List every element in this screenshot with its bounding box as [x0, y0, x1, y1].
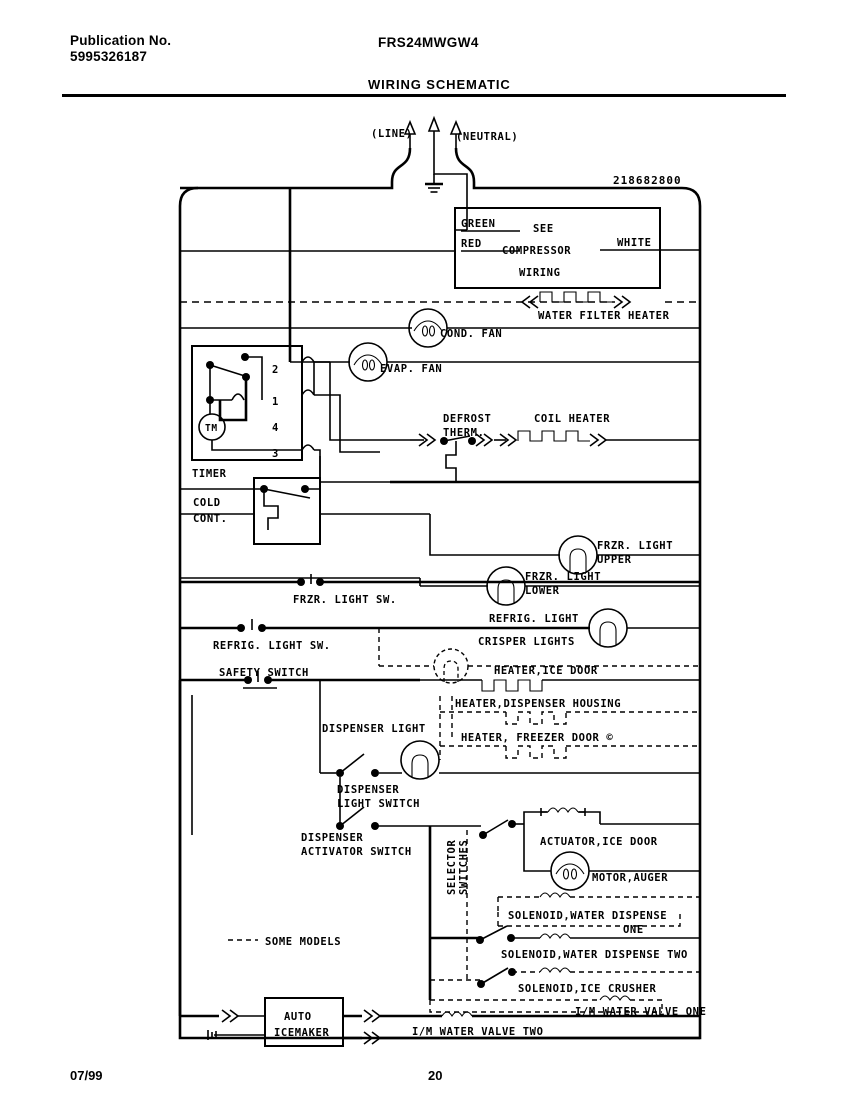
evap-fan-motor-symbol: [348, 342, 388, 382]
icemaker-connector-left: [221, 1009, 265, 1023]
label-auto-icemaker-2: ICEMAKER: [274, 1027, 329, 1039]
label-coil-heater: COIL HEATER: [534, 413, 610, 425]
timer-box: [191, 345, 303, 461]
timer-terminal-3: 3: [272, 448, 279, 460]
label-some-models: SOME MODELS: [265, 936, 341, 948]
im-water-valve-one-symbol: [429, 995, 663, 1013]
label-refrig-light-sw: REFRIG. LIGHT SW.: [213, 640, 331, 652]
compressor-box: [454, 207, 661, 289]
label-dispenser-light-switch-1: DISPENSER: [337, 784, 399, 796]
label-cold-cont-2: CONT.: [193, 513, 228, 525]
label-actuator-ice-door: ACTUATOR,ICE DOOR: [540, 836, 658, 848]
publication-number: 5995326187: [70, 49, 148, 64]
ground-symbol: [425, 174, 443, 193]
label-timer: TIMER: [192, 468, 227, 480]
terminal-red: RED: [461, 238, 482, 250]
header-divider: [62, 94, 786, 97]
label-dispenser-light-switch-2: LIGHT SWITCH: [337, 798, 420, 810]
label-motor-auger: MOTOR,AUGER: [592, 872, 668, 884]
legend-some-models: SOME MODELS: [228, 936, 341, 948]
solenoid-water-dispense-two-symbol: [511, 933, 700, 940]
defrost-thermostat-symbol: [410, 433, 494, 482]
label-heater-dispenser-housing: HEATER,DISPENSER HOUSING: [455, 698, 621, 710]
terminal-white: WHITE: [617, 237, 652, 249]
label-neutral: (NEUTRAL): [456, 131, 518, 143]
label-heater-ice-door: HEATER,ICE DOOR: [494, 665, 598, 677]
dispenser-light-switch-symbol: [320, 753, 379, 777]
refrig-light-symbol: [588, 608, 628, 648]
auto-icemaker-box: [264, 997, 344, 1047]
label-solenoid-ice-crusher: SOLENOID,ICE CRUSHER: [518, 983, 657, 995]
motor-auger-symbol: [550, 851, 590, 891]
heater-freezer-door-symbol: [440, 745, 700, 759]
label-safety-switch: SAFETY SWITCH: [219, 667, 309, 679]
solenoid-ice-crusher-symbol: [512, 967, 700, 974]
label-selector-switches-1: SELECTOR: [446, 840, 458, 895]
label-heater-freezer-door: HEATER, FREEZER DOOR ©: [461, 732, 613, 744]
wiring-schematic-drawing: (LINE) (NEUTRAL) 218682800 GREEN RED SEE…: [178, 115, 706, 1047]
timer-terminal-2: 2: [272, 364, 279, 376]
refrig-light-switch-symbol: [237, 619, 266, 632]
heater-ice-door-symbol: [420, 679, 700, 692]
frzr-light-lower-symbol: [486, 566, 526, 606]
water-filter-heater-symbol: [521, 291, 632, 309]
compressor-line-1: SEE: [533, 223, 554, 235]
page-title: WIRING SCHEMATIC: [368, 77, 511, 92]
solenoid-water-dispense-one-symbol: [497, 892, 700, 912]
label-frzr-light-sw: FRZR. LIGHT SW.: [293, 594, 397, 606]
publication-block: Publication No. 5995326187: [70, 33, 171, 65]
crisper-lights-symbol: [433, 648, 469, 684]
label-frzr-light-upper-1: FRZR. LIGHT: [597, 540, 673, 552]
label-crisper-lights: CRISPER LIGHTS: [478, 636, 575, 648]
label-line: (LINE): [371, 128, 413, 140]
label-dispenser-light: DISPENSER LIGHT: [322, 723, 426, 735]
model-number: FRS24MWGW4: [378, 35, 479, 50]
label-defrost-therm-1: DEFROST: [443, 413, 491, 425]
footer-page-number: 20: [428, 1068, 443, 1083]
publication-label: Publication No.: [70, 33, 172, 48]
dispenser-activator-switch-symbol: [336, 806, 379, 830]
heater-dispenser-housing-symbol: [440, 711, 700, 725]
compressor-line-2: COMPRESSOR: [502, 245, 571, 257]
timer-terminal-4: 4: [272, 422, 279, 434]
coil-heater-symbol: [494, 430, 700, 447]
terminal-green: GREEN: [461, 218, 496, 230]
timer-terminal-1: 1: [272, 396, 279, 408]
label-auto-icemaker-1: AUTO: [284, 1011, 312, 1023]
label-dispenser-activator-switch-2: ACTIVATOR SWITCH: [301, 846, 412, 858]
label-frzr-light-lower-1: FRZR. LIGHT: [525, 571, 601, 583]
im-water-valve-two-symbol: [380, 1011, 700, 1018]
part-number: 218682800: [613, 174, 682, 187]
compressor-line-3: WIRING: [519, 267, 561, 279]
dispenser-light-symbol: [400, 740, 440, 780]
cold-control-box: [253, 477, 321, 545]
icemaker-connector-right-upper: [343, 1009, 382, 1023]
footer-date: 07/99: [70, 1068, 103, 1083]
label-cond-fan: COND. FAN: [440, 328, 502, 340]
label-frzr-light-upper-2: UPPER: [597, 554, 632, 566]
actuator-ice-door-symbol: [523, 807, 700, 825]
label-frzr-light-lower-2: LOWER: [525, 585, 560, 597]
frzr-light-switch-symbol: [297, 574, 324, 586]
frzr-light-upper-symbol: [558, 535, 598, 575]
label-selector-switches-2: SWITCHES: [458, 840, 470, 895]
timer-motor-label: TM: [205, 423, 218, 434]
label-solenoid-water-dispense-one-1: SOLENOID,WATER DISPENSE: [508, 910, 667, 922]
label-solenoid-water-dispense-two: SOLENOID,WATER DISPENSE TWO: [501, 949, 688, 961]
supply-plug-group: [403, 115, 463, 148]
label-im-water-valve-two: I/M WATER VALVE TWO: [412, 1026, 544, 1038]
label-dispenser-activator-switch-1: DISPENSER: [301, 832, 363, 844]
label-defrost-therm-2: THERM.: [443, 427, 485, 439]
safety-switch-symbol: [243, 671, 277, 689]
label-refrig-light: REFRIG. LIGHT: [489, 613, 579, 625]
label-cold-cont-1: COLD: [193, 497, 221, 509]
label-evap-fan: EVAP. FAN: [380, 363, 442, 375]
label-water-filter-heater: WATER FILTER HEATER: [538, 310, 670, 322]
label-solenoid-water-dispense-one-2: ONE: [623, 924, 644, 936]
